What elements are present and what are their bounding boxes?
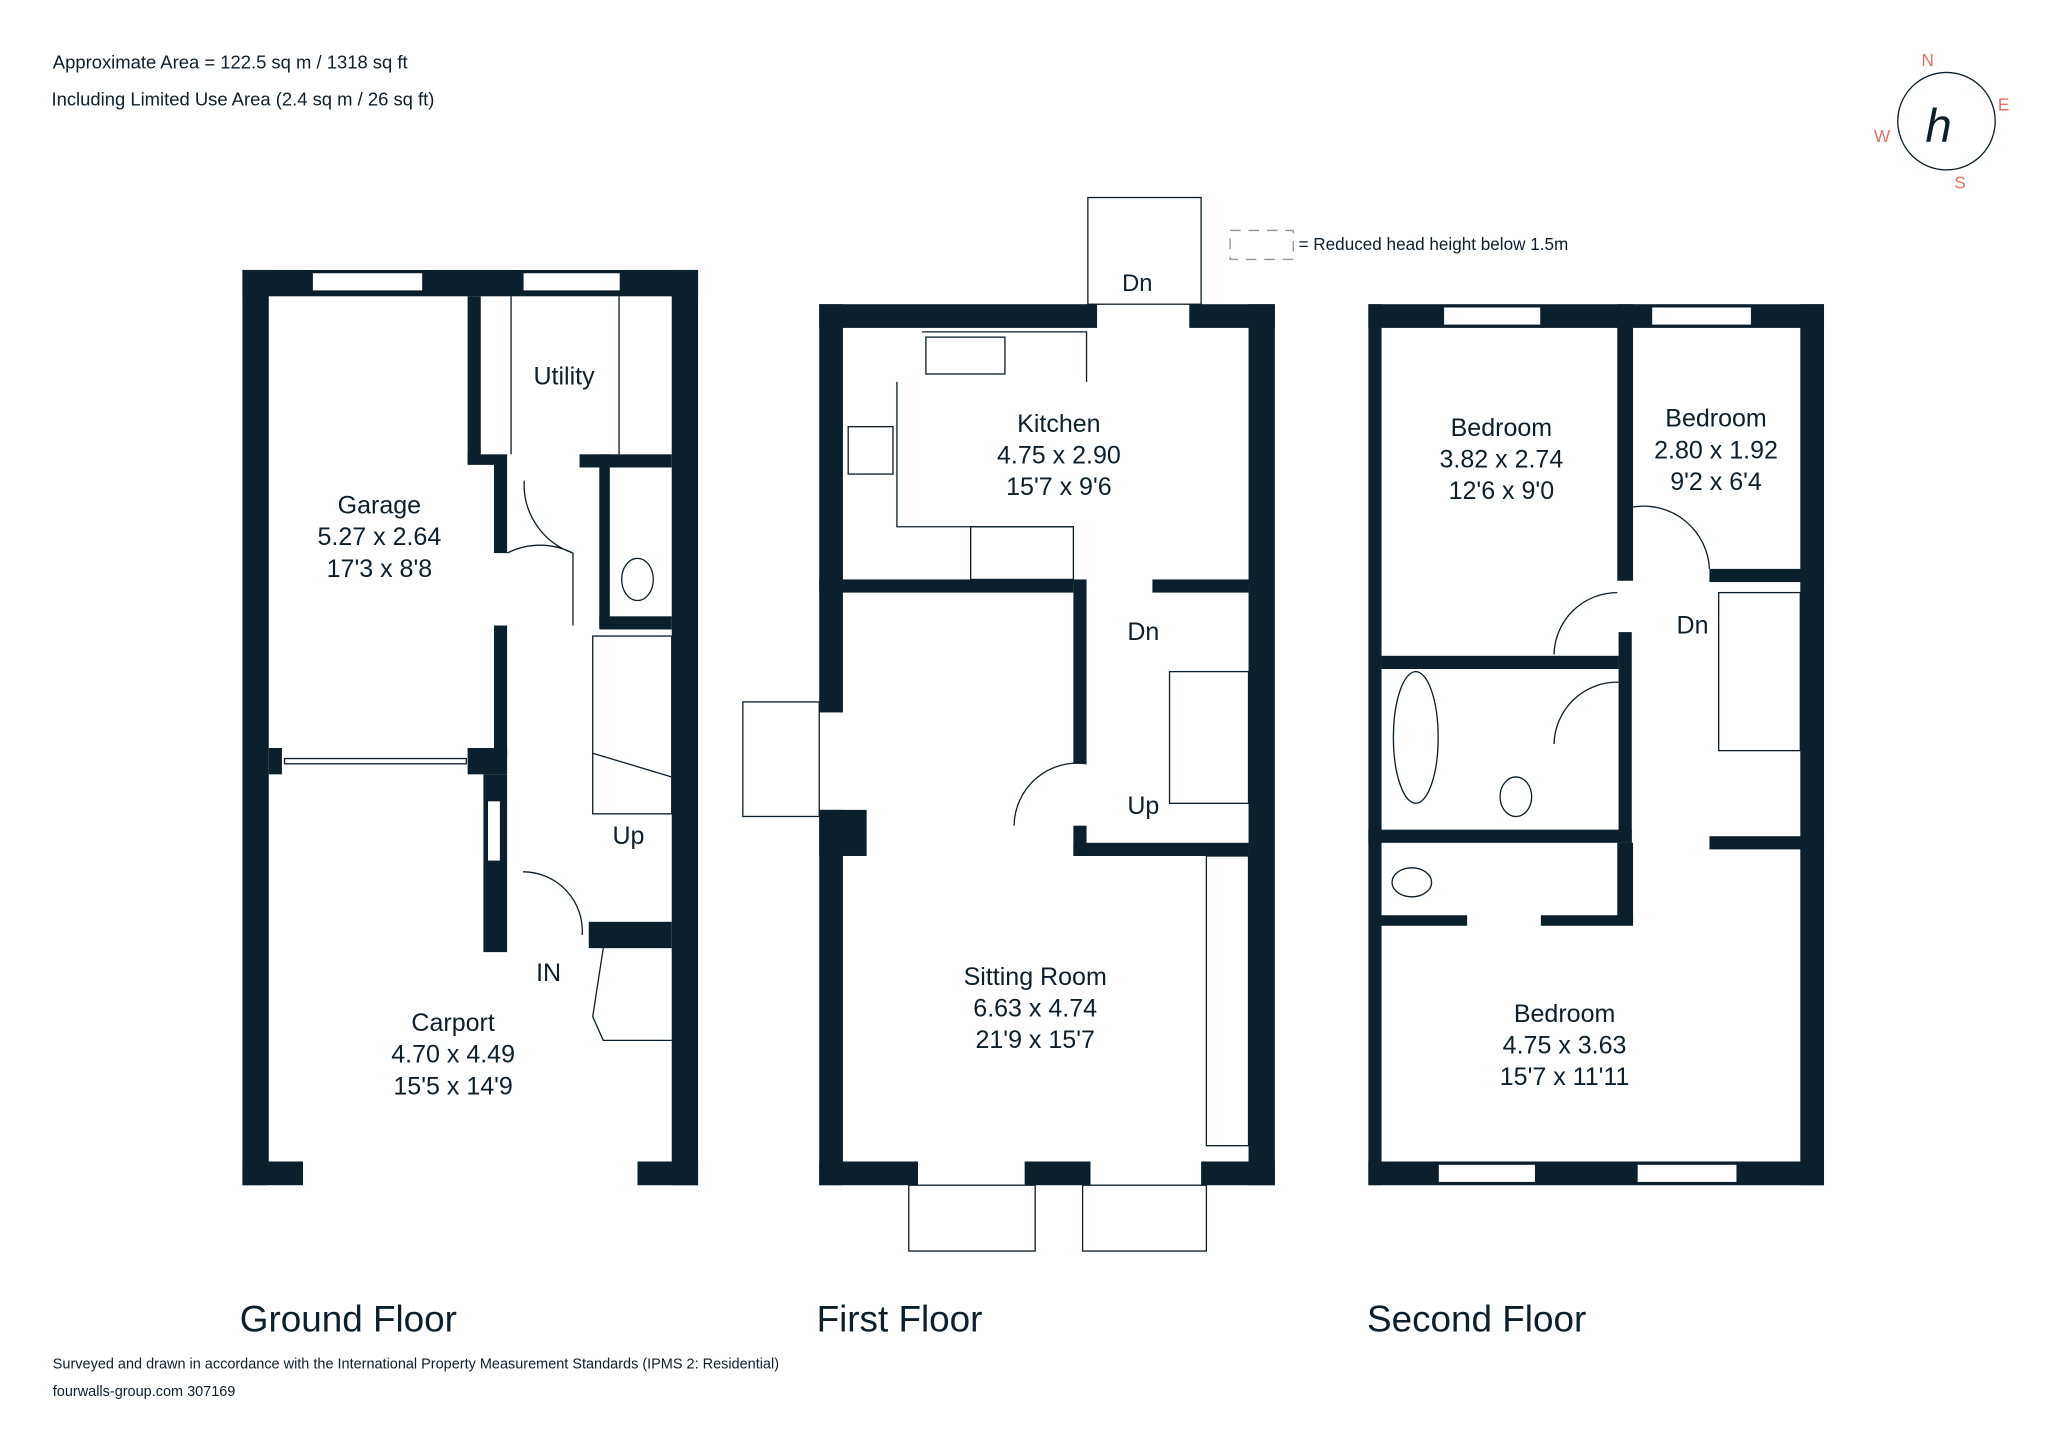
compass-icon: h N E S W [1874, 51, 2009, 192]
second-floor-title: Second Floor [1367, 1298, 1586, 1339]
garage-imperial: 17'3 x 8'8 [327, 555, 433, 583]
sitting-room-imperial: 21'9 x 15'7 [975, 1026, 1094, 1054]
reduced-height-legend-icon [1229, 229, 1294, 261]
stairs-dn-label: Dn [1127, 618, 1159, 646]
first-floor-plan: Kitchen 4.75 x 2.90 15'7 x 9'6 Sitting R… [742, 196, 1275, 1339]
bedroom3-name: Bedroom [1514, 1000, 1616, 1028]
bedroom2-name: Bedroom [1665, 405, 1767, 433]
compass-s: S [1954, 173, 1965, 192]
carport-imperial: 15'5 x 14'9 [393, 1072, 512, 1100]
balcony-dn-label: Dn [1122, 271, 1152, 297]
bedroom2-metric: 2.80 x 1.92 [1654, 436, 1778, 464]
ground-floor-title: Ground Floor [240, 1298, 457, 1339]
carport-name: Carport [411, 1009, 494, 1037]
compass-n: N [1921, 51, 1933, 70]
first-floor-title: First Floor [817, 1298, 983, 1339]
compass-e: E [1998, 96, 2009, 115]
kitchen-imperial: 15'7 x 9'6 [1006, 473, 1112, 501]
entrance-label: IN [536, 959, 561, 987]
ground-floor-plan: Utility Garage 5.27 x 2.64 17'3 x 8'8 Ca… [240, 269, 699, 1339]
garage-name: Garage [338, 492, 421, 520]
carport-metric: 4.70 x 4.49 [391, 1041, 515, 1069]
compass-logo: h [1925, 100, 1951, 153]
bedroom1-imperial: 12'6 x 9'0 [1449, 477, 1555, 505]
survey-note: Surveyed and drawn in accordance with th… [53, 1356, 779, 1372]
utility-label: Utility [533, 363, 595, 391]
bedroom3-metric: 4.75 x 3.63 [1503, 1032, 1627, 1060]
legend-text: = Reduced head height below 1.5m [1299, 235, 1569, 254]
bedroom1-name: Bedroom [1451, 414, 1553, 442]
bedroom3-imperial: 15'7 x 11'11 [1500, 1063, 1630, 1091]
stairs-dn-label: Dn [1677, 611, 1709, 639]
bedroom2-imperial: 9'2 x 6'4 [1670, 468, 1762, 496]
kitchen-name: Kitchen [1017, 410, 1100, 438]
second-floor-plan: Bedroom 3.82 x 2.74 12'6 x 9'0 Bedroom 2… [1367, 304, 1825, 1339]
stairs-up-label: Up [1127, 792, 1159, 820]
bedroom1-metric: 3.82 x 2.74 [1439, 445, 1563, 473]
kitchen-metric: 4.75 x 2.90 [997, 442, 1121, 470]
limited-use-text: Including Limited Use Area (2.4 sq m / 2… [51, 88, 434, 109]
garage-metric: 5.27 x 2.64 [317, 523, 441, 551]
sitting-room-metric: 6.63 x 4.74 [973, 995, 1097, 1023]
area-text: Approximate Area = 122.5 sq m / 1318 sq … [53, 51, 408, 72]
stairs-up-label: Up [612, 822, 644, 850]
reference-text: fourwalls-group.com 307169 [53, 1384, 236, 1400]
sitting-room-name: Sitting Room [964, 963, 1107, 991]
compass-w: W [1874, 127, 1891, 146]
